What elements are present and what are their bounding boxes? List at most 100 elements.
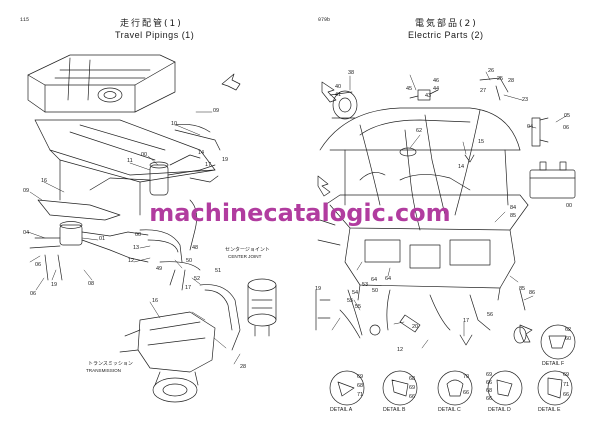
transmission-label: TRANSMISSION <box>86 368 121 373</box>
detail-callout: 69 <box>563 372 570 378</box>
callout: 54 <box>352 290 359 296</box>
callout: 06 <box>563 125 570 131</box>
detail-callout: 66 <box>486 380 493 386</box>
callout: 04 <box>23 230 30 236</box>
center-joint-label: CENTER JOINT <box>228 254 262 259</box>
detail-callout: 71 <box>563 382 570 388</box>
center-joint-drawing <box>247 278 277 337</box>
callout: 12 <box>128 258 135 264</box>
callout: 23 <box>522 97 529 103</box>
left-upper-frame-drawing <box>27 54 221 221</box>
callout: 44 <box>433 86 440 92</box>
callout: 43 <box>425 93 432 99</box>
right-small-parts-drawing <box>317 147 527 346</box>
detail-callout: 60 <box>565 336 572 342</box>
callout: 49 <box>156 266 163 272</box>
detail-label-e: DETAIL E <box>538 407 561 413</box>
right-page-number: 079b <box>318 17 331 23</box>
callout: 55 <box>355 304 362 310</box>
callout: 52 <box>194 276 201 282</box>
detail-callout: 69 <box>409 385 416 391</box>
callout: 40 <box>335 84 342 90</box>
callout: 09 <box>23 188 30 194</box>
detail-callout: 68 <box>357 383 364 389</box>
callout: 51 <box>215 268 222 274</box>
callout: 09 <box>213 108 220 114</box>
transmission-drawing <box>119 311 216 403</box>
detail-circles <box>329 324 576 406</box>
left-page-number: 115 <box>20 17 30 23</box>
detail-callout: 68 <box>486 388 493 394</box>
callout: 53 <box>362 282 369 288</box>
callout: 55 <box>347 298 354 304</box>
callout: 26 <box>488 68 495 74</box>
callout: 19 <box>222 157 229 163</box>
callout: 17 <box>205 162 212 168</box>
callout: 17 <box>185 285 192 291</box>
callout: 28 <box>240 364 247 370</box>
callout: 56 <box>487 312 494 318</box>
callout: 19 <box>315 286 322 292</box>
left-arrows <box>221 73 331 197</box>
callout: 28 <box>508 78 515 84</box>
callout: 04 <box>527 124 534 130</box>
detail-callout: 66 <box>409 394 416 400</box>
right-harness-drawing <box>315 109 526 339</box>
detail-label-d: DETAIL D <box>488 407 511 413</box>
detail-callout: 71 <box>357 392 364 398</box>
callout: 13 <box>133 245 140 251</box>
transmission-jp-label: トランスミッション <box>88 361 133 367</box>
right-arrows <box>321 81 533 343</box>
detail-callout: 68 <box>409 376 416 382</box>
callout: 15 <box>478 139 485 145</box>
detail-callout: 62 <box>565 327 572 333</box>
detail-callout: 66 <box>463 390 470 396</box>
callout: 14 <box>458 164 465 170</box>
callout: 00 <box>135 232 142 238</box>
callout: 00 <box>141 152 148 158</box>
callout: 84 <box>510 205 517 211</box>
callout: 12 <box>397 347 404 353</box>
left-title-en: Travel Pipings (1) <box>115 30 195 40</box>
callout: 01 <box>99 236 106 242</box>
detail-label-b: DETAIL B <box>383 407 406 413</box>
detail-callout: 66 <box>563 392 570 398</box>
callout: 20 <box>412 324 419 330</box>
callout: 86 <box>529 290 536 296</box>
callout: 50 <box>372 288 379 294</box>
callout: 17 <box>463 318 470 324</box>
center-joint-jp-label: センタージョイント <box>225 247 270 253</box>
callout: 06 <box>30 291 37 297</box>
callout: 38 <box>348 70 355 76</box>
callout: 64 <box>371 277 378 283</box>
detail-label-c: DETAIL C <box>438 407 461 413</box>
callout: 14 <box>198 150 205 156</box>
callout: 27 <box>480 88 487 94</box>
detail-callout: 66 <box>486 396 493 402</box>
callout: 46 <box>433 78 440 84</box>
right-top-components-drawing <box>329 77 576 199</box>
left-title-jp: 走行配管(1) <box>120 19 183 29</box>
right-title-jp: 電気部品(2) <box>415 19 478 29</box>
callout: 00 <box>566 203 573 209</box>
callout: 85 <box>510 213 517 219</box>
detail-callout: 69 <box>486 372 493 378</box>
detail-callout: 69 <box>357 374 364 380</box>
callout: 16 <box>41 178 48 184</box>
right-title-en: Electric Parts (2) <box>408 30 484 40</box>
callout: 11 <box>127 158 133 164</box>
callout: 64 <box>385 276 392 282</box>
callout: 50 <box>186 258 193 264</box>
right-leader-lines <box>331 71 567 349</box>
detail-label-f: DETAIL F <box>542 361 565 367</box>
left-piping-drawing <box>29 154 241 351</box>
callout: 06 <box>35 262 42 268</box>
detail-callout: 70 <box>463 374 470 380</box>
left-leader-lines <box>27 111 241 365</box>
callout: 45 <box>406 86 413 92</box>
callout: 48 <box>192 245 199 251</box>
callout: 16 <box>152 298 159 304</box>
watermark-text: machinecatalogic.com <box>149 199 451 227</box>
detail-label-a: DETAIL A <box>330 407 353 413</box>
